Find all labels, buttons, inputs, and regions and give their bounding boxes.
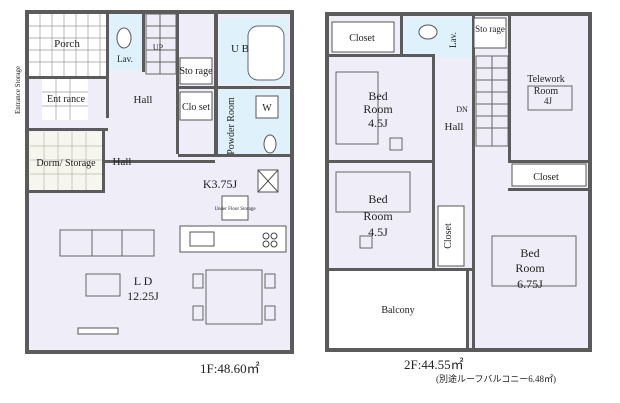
coffee-table <box>85 273 121 297</box>
dorm-storage-grid <box>30 132 102 190</box>
telework-line2: Room <box>534 86 559 97</box>
stairs-2f <box>475 55 509 147</box>
telework-desk <box>527 85 573 111</box>
sofa <box>59 229 155 257</box>
kitchen-label: K3.75J <box>203 177 238 191</box>
ub-label: U B <box>231 43 249 55</box>
toilet-1f <box>116 27 132 49</box>
bed3-line1: Bed <box>520 246 539 260</box>
porch-label: Porch <box>54 38 80 50</box>
telework-line1: Telework <box>527 74 565 85</box>
fridge-cross-b <box>257 169 279 193</box>
storage-2f-box <box>473 17 507 49</box>
floor-1-plan: Porch Lav. UP Entrance Storage Ent rance… <box>14 10 294 354</box>
lav-1f-label: Lav. <box>117 54 133 64</box>
hall-lower-label: Hall <box>113 156 132 168</box>
tv-board <box>77 327 119 335</box>
under-floor-storage-box <box>221 195 249 221</box>
toilet-2f <box>418 24 438 40</box>
bed-2 <box>335 171 411 213</box>
telework-size: 4J <box>544 96 553 106</box>
kitchen-sink <box>189 231 215 247</box>
closet-vertical-box <box>437 205 465 267</box>
lav-2f-area <box>404 18 472 58</box>
dorm-storage-label: Dorm/ Storage <box>36 158 96 169</box>
entrance-storage-label: Entrance Storage <box>14 66 22 114</box>
bed2-size: 4.5J <box>368 225 388 239</box>
floor-2-plan: Closet Lav. Sto rage Telework Room 4J Be… <box>325 12 592 352</box>
closet-1f-label: Clo set <box>182 102 210 113</box>
bed1-line2: Room <box>363 102 393 116</box>
floor-2-area-caption: 2F:44.55㎡ <box>404 357 464 372</box>
porch-area <box>28 14 106 76</box>
bed-1-chair <box>389 137 403 151</box>
closet-1f-box <box>179 91 213 121</box>
entrance-label: Ent rance <box>47 94 86 105</box>
washer-label: W <box>262 103 272 114</box>
washer-space <box>255 95 279 119</box>
walls-1f <box>25 10 294 354</box>
dining-table <box>205 269 263 325</box>
ld-label: L D <box>134 274 153 288</box>
cooktop <box>262 232 278 248</box>
balcony-label: Balcony <box>381 305 414 316</box>
powder-sink <box>263 134 277 154</box>
storage-1f-label: Sto rage <box>179 66 213 77</box>
bed1-line1: Bed <box>368 89 387 103</box>
closet-mid-label: Closet <box>533 172 559 183</box>
bed2-line1: Bed <box>368 192 387 206</box>
storage-2f-label: Sto rage <box>475 24 505 34</box>
dorm-storage-area <box>30 132 102 190</box>
closet-vertical-label: Closet <box>443 223 454 249</box>
bed1-size: 4.5J <box>368 116 388 130</box>
closet-mid-box <box>511 163 587 187</box>
bed3-size: 6.75J <box>517 277 543 291</box>
under-floor-storage-label: Under Floor Storage <box>214 207 256 212</box>
bed-2-chair <box>359 235 373 249</box>
powder-room-label: Powder Room <box>226 97 237 155</box>
lav-2f-label: Lav. <box>448 32 458 48</box>
hall-upper-label: Hall <box>134 94 153 106</box>
bed3-line2: Room <box>515 261 545 275</box>
hall-2f-label: Hall <box>445 121 464 133</box>
balcony-area <box>330 270 468 348</box>
bathtub <box>247 25 285 81</box>
dining-chairs <box>192 273 276 321</box>
closet-top-label: Closet <box>349 33 375 44</box>
bed-3 <box>491 235 577 287</box>
walls-2f <box>325 12 592 352</box>
up-label: UP <box>153 43 164 52</box>
roof-balcony-note: (別途ルーフバルコニー6.48㎡) <box>436 374 557 384</box>
floor-1-area-caption: 1F:48.60㎡ <box>200 361 260 376</box>
dn-label: DN <box>456 105 468 114</box>
ld-size-label: 12.25J <box>127 289 159 303</box>
entrance-area <box>42 78 88 120</box>
porch-tile-grid <box>28 14 106 76</box>
bed-1 <box>335 71 379 145</box>
entrance-tile-grid <box>42 78 88 120</box>
bed2-line2: Room <box>363 209 393 223</box>
closet-top-box <box>331 21 395 53</box>
storage-1f-box <box>179 57 213 85</box>
